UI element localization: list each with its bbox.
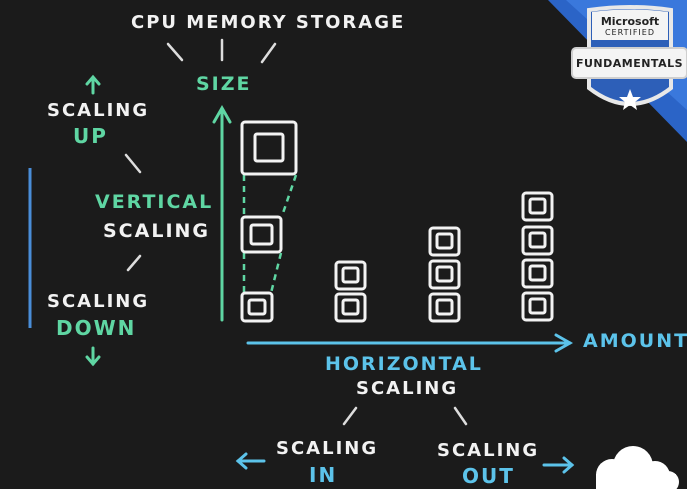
scaling-in-arrow-icon [235, 452, 266, 470]
server-box-h8 [521, 258, 554, 289]
scaling-down-arrow-icon [85, 346, 101, 367]
connector-strokes [124, 38, 468, 426]
amount-axis [246, 333, 574, 353]
horizontal-title-line1: HORIZONTAL [325, 353, 483, 375]
certification-badge [548, 0, 687, 142]
scaling-out-arrow-icon [542, 456, 575, 474]
server-box-h4 [428, 259, 461, 290]
server-box-h3 [428, 226, 461, 257]
size-label: SIZE [196, 73, 252, 95]
star-icon [619, 89, 641, 110]
server-box-h9 [521, 291, 554, 322]
horizontal-title-line2: SCALING [356, 378, 459, 399]
server-box-h2 [334, 292, 367, 323]
vertical-title-line2: SCALING [103, 220, 211, 242]
server-box-h1 [334, 260, 367, 291]
scaling-out-line1: SCALING [437, 440, 540, 461]
amount-label: AMOUNT [583, 330, 687, 352]
scaling-up-arrow-icon [85, 74, 101, 95]
resources-label: CPU MEMORY STORAGE [131, 12, 406, 33]
vertical-boxes [240, 120, 298, 323]
size-axis [212, 104, 232, 322]
badge-certified: CERTIFIED [604, 28, 656, 37]
scaling-out-line2: OUT [462, 464, 515, 488]
cloud-icon [596, 446, 679, 489]
server-box-h7 [521, 225, 554, 256]
badge-level: FUNDAMENTALS [575, 57, 684, 70]
scaling-down-line2: DOWN [56, 316, 137, 340]
server-box-h5 [428, 292, 461, 323]
server-box-large [240, 120, 298, 176]
scaling-up-line1: SCALING [47, 100, 150, 121]
vertical-title-line1: VERTICAL [95, 191, 214, 213]
vertical-scale-connectors [242, 174, 298, 294]
badge-brand: Microsoft [600, 15, 660, 28]
scaling-in-line1: SCALING [276, 438, 379, 459]
scaling-down-line1: SCALING [47, 291, 150, 312]
horizontal-boxes [334, 191, 554, 323]
server-box-small [240, 291, 274, 323]
scaling-in-line2: IN [309, 463, 338, 487]
scaling-up-line2: UP [73, 124, 108, 148]
server-box-h6 [521, 191, 554, 222]
server-box-medium [240, 215, 283, 254]
